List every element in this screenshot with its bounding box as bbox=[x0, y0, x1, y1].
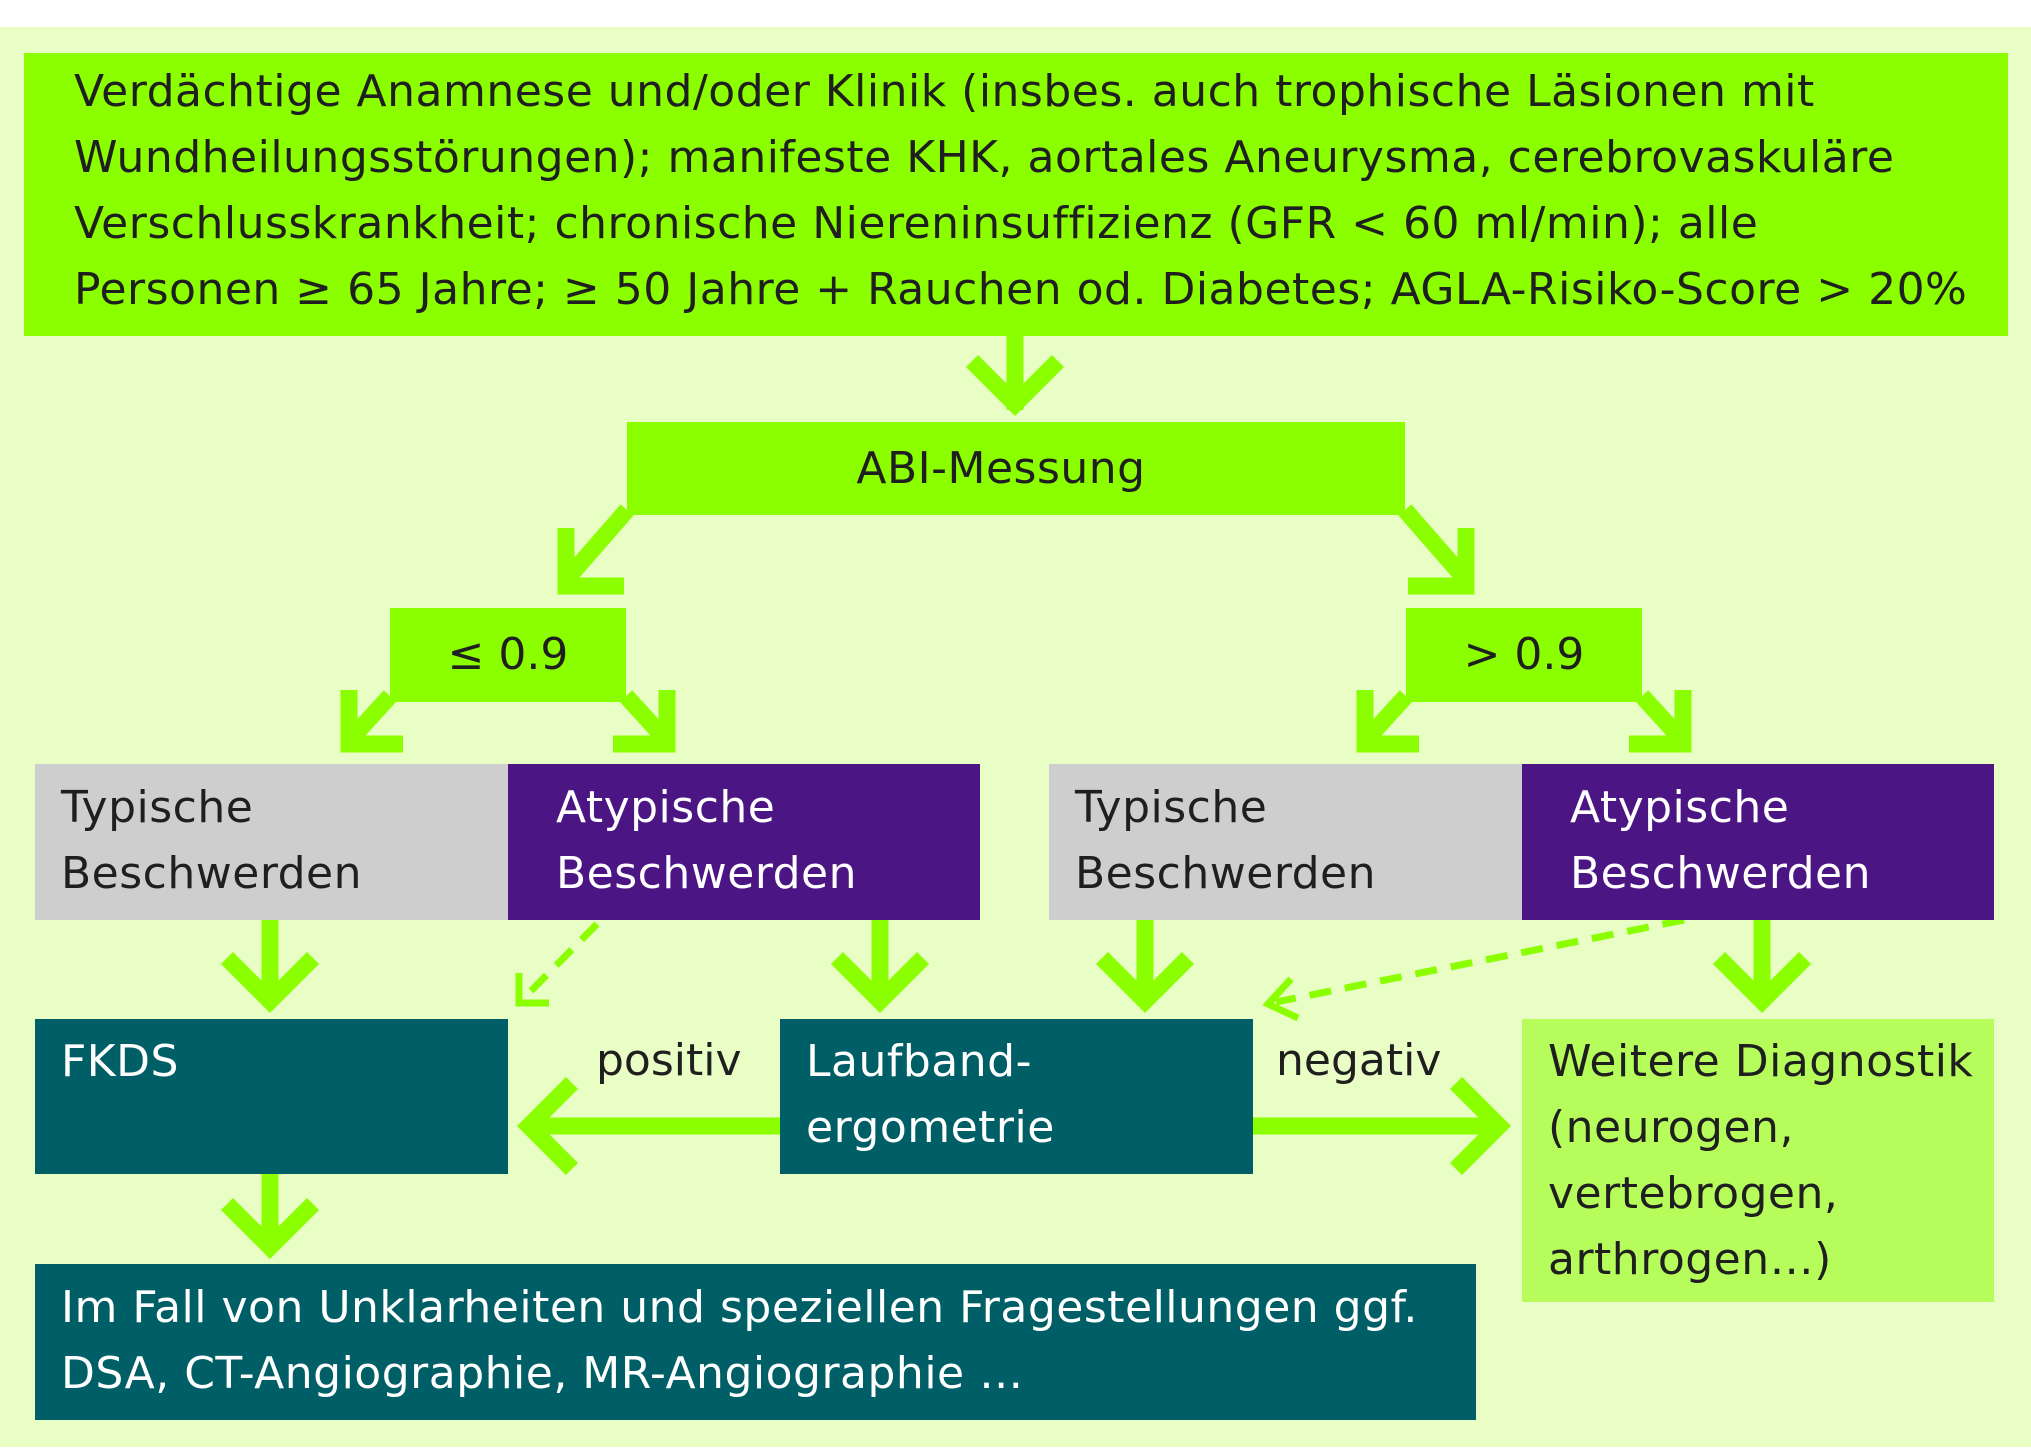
dashed-arrowhead-right bbox=[1262, 976, 1300, 1022]
arrow-laufband-to-fkds-positiv bbox=[516, 1076, 780, 1176]
threshold-high-label: > 0.9 bbox=[1463, 629, 1585, 680]
fkds-label: FKDS bbox=[61, 1036, 179, 1087]
atypical-left-line2: Beschwerden bbox=[556, 848, 858, 899]
abi-measurement-box: ABI-Messung bbox=[627, 422, 1405, 515]
atypical-right-line2: Beschwerden bbox=[1570, 848, 1872, 899]
arrow-abi-to-right-threshold bbox=[1398, 504, 1475, 595]
arrow-abi-to-left-threshold bbox=[557, 504, 634, 595]
typical-right-line1: Typische bbox=[1075, 782, 1268, 833]
criteria-line: Verdächtige Anamnese und/oder Klinik (in… bbox=[74, 66, 1815, 117]
threshold-low-label: ≤ 0.9 bbox=[447, 629, 569, 680]
dashed-arrow-atypical-left-to-fkds bbox=[521, 921, 600, 1001]
typical-left-line1: Typische bbox=[61, 782, 254, 833]
arrow-right-threshold-to-typical bbox=[1356, 690, 1419, 753]
dashed-arrowhead-left bbox=[515, 973, 549, 1007]
criteria-box: Verdächtige Anamnese und/oder Klinik (in… bbox=[24, 53, 2008, 336]
weitere-line: vertebrogen, bbox=[1548, 1168, 1839, 1219]
typical-left-line2: Beschwerden bbox=[61, 848, 363, 899]
typical-complaints-left-box: Typische Beschwerden bbox=[35, 764, 508, 920]
positive-edge-label: positiv bbox=[596, 1035, 742, 1086]
arrow-fkds-to-fall bbox=[220, 1174, 320, 1260]
criteria-line: Personen ≥ 65 Jahre; ≥ 50 Jahre + Rauche… bbox=[74, 264, 1968, 315]
typical-right-line2: Beschwerden bbox=[1075, 848, 1377, 899]
further-diagnostics-box: Weitere Diagnostik (neurogen, vertebroge… bbox=[1522, 1019, 1994, 1302]
arrow-right-threshold-to-atypical bbox=[1629, 690, 1692, 753]
fkds-box: FKDS bbox=[35, 1019, 508, 1174]
atypical-complaints-left-box: Atypische Beschwerden bbox=[508, 764, 980, 920]
arrow-typical-left-to-fkds bbox=[220, 920, 320, 1014]
criteria-line: Verschlusskrankheit; chronische Nierenin… bbox=[74, 198, 1759, 249]
weitere-line: arthrogen…) bbox=[1548, 1234, 1832, 1285]
unclear-cases-box: Im Fall von Unklarheiten und speziellen … bbox=[35, 1264, 1476, 1420]
fall-line1: Im Fall von Unklarheiten und speziellen … bbox=[61, 1282, 1418, 1333]
laufband-line2: ergometrie bbox=[806, 1102, 1055, 1153]
treadmill-ergometry-box: Laufband- ergometrie bbox=[780, 1019, 1253, 1174]
arrow-left-threshold-to-atypical bbox=[613, 690, 676, 753]
arrow-top-to-abi bbox=[965, 336, 1065, 417]
laufband-line1: Laufband- bbox=[806, 1036, 1032, 1087]
weitere-line: Weitere Diagnostik bbox=[1548, 1036, 1974, 1087]
abi-label: ABI-Messung bbox=[856, 443, 1146, 494]
fall-line2: DSA, CT-Angiographie, MR-Angiographie … bbox=[61, 1348, 1024, 1399]
arrow-left-threshold-to-typical bbox=[340, 690, 403, 753]
criteria-line: Wundheilungsstörungen); manifeste KHK, a… bbox=[74, 132, 1895, 183]
arrow-typical-right-to-laufband bbox=[1095, 920, 1195, 1014]
arrow-atypical-left-to-laufband bbox=[830, 920, 930, 1014]
atypical-right-line1: Atypische bbox=[1570, 782, 1790, 833]
arrow-laufband-to-weitere-negativ bbox=[1253, 1076, 1512, 1176]
threshold-low-box: ≤ 0.9 bbox=[390, 608, 626, 702]
negative-edge-label: negativ bbox=[1276, 1035, 1442, 1086]
threshold-high-box: > 0.9 bbox=[1406, 608, 1642, 702]
weitere-line: (neurogen, bbox=[1548, 1102, 1794, 1153]
dashed-arrow-atypical-right-to-laufband bbox=[1275, 916, 1685, 1006]
atypical-left-line1: Atypische bbox=[556, 782, 776, 833]
typical-complaints-right-box: Typische Beschwerden bbox=[1049, 764, 1522, 920]
atypical-complaints-right-box: Atypische Beschwerden bbox=[1522, 764, 1994, 920]
arrow-atypical-right-to-weitere bbox=[1712, 920, 1812, 1014]
